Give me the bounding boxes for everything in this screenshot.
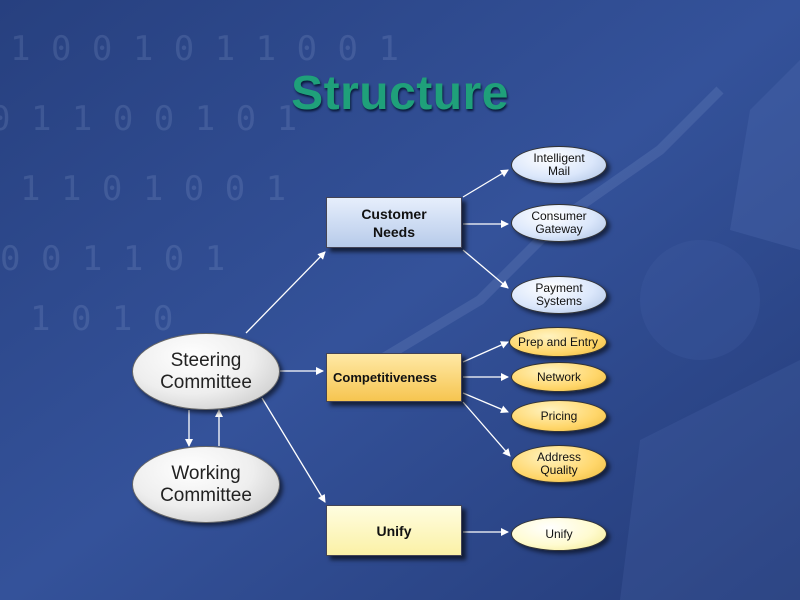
- svg-text:1 0 0 1 0 1 1 0 0 1: 1 0 0 1 0 1 1 0 0 1: [10, 29, 399, 69]
- svg-text:0 1 1 0 0 1 0 1: 0 1 1 0 0 1 0 1: [0, 99, 297, 139]
- svg-text:0 0 1 1 0 1: 0 0 1 1 0 1: [0, 239, 225, 279]
- payment-systems-node: Payment Systems: [511, 276, 607, 314]
- prep-and-entry-node: Prep and Entry: [509, 327, 607, 357]
- slide-title: Structure: [291, 67, 509, 120]
- network-node: Network: [511, 362, 607, 392]
- intelligent-mail-node: Intelligent Mail: [511, 146, 607, 184]
- steering-committee-node: Steering Committee: [132, 333, 280, 410]
- consumer-gateway-node: Consumer Gateway: [511, 204, 607, 242]
- svg-text:1 1 0 1 0 0 1: 1 1 0 1 0 0 1: [20, 169, 286, 209]
- competitiveness-box: Competitiveness: [326, 353, 462, 402]
- svg-text:1 0 1 0: 1 0 1 0: [30, 299, 173, 339]
- unify-box: Unify: [326, 505, 462, 556]
- customer-needs-box: Customer Needs: [326, 197, 462, 248]
- address-quality-node: Address Quality: [511, 445, 607, 483]
- unify-outcome-node: Unify: [511, 517, 607, 551]
- working-committee-node: Working Committee: [132, 446, 280, 523]
- pricing-node: Pricing: [511, 400, 607, 432]
